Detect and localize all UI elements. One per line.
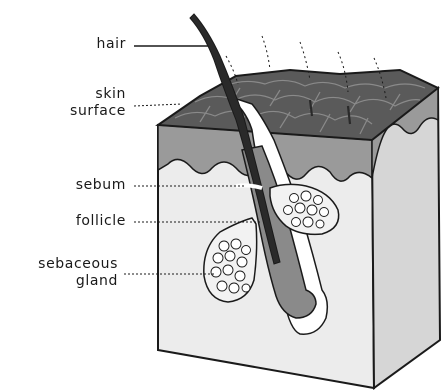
- label-skin-surface-line1: skin: [70, 86, 126, 103]
- label-sebaceous-gland-line2: gland: [38, 273, 118, 290]
- label-follicle: follicle: [76, 213, 126, 230]
- label-sebaceous-gland: sebaceous gland: [38, 256, 118, 290]
- label-sebaceous-gland-line1: sebaceous: [38, 256, 118, 273]
- label-sebum: sebum: [76, 177, 126, 194]
- leader-skin-surface: [134, 104, 182, 106]
- label-skin-surface: skin surface: [70, 86, 126, 120]
- label-hair: hair: [97, 36, 127, 53]
- label-skin-surface-line2: surface: [70, 103, 126, 120]
